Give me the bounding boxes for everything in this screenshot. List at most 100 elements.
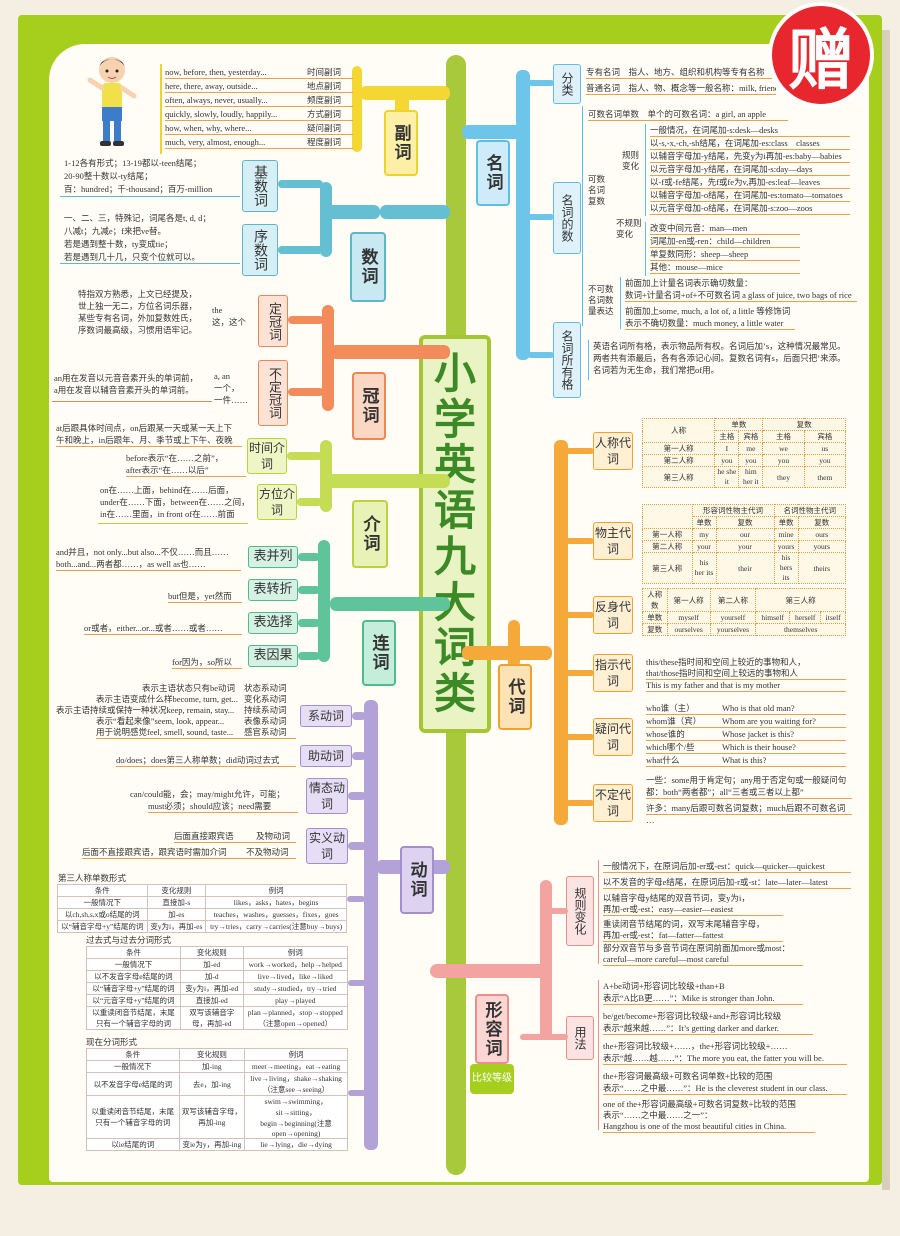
table-cell: 第三人称 xyxy=(641,466,716,488)
interrogative-word: whose谁的 xyxy=(646,728,846,741)
adjective-usage-label: 用法 xyxy=(566,1016,594,1060)
adverb-example: now, before, then, yesterday... xyxy=(165,66,353,79)
noun-number-label: 名词的数 xyxy=(553,182,581,254)
table-header: 形容词性物主代词 xyxy=(691,504,775,517)
adjective-link xyxy=(520,1034,568,1040)
pronoun-link xyxy=(566,734,594,740)
uncountable-list: 前面加上计量名词表示确切数量： 数词+计量名词+of+不可数名词 a glass… xyxy=(620,277,860,330)
table-cell: 以重读闭音节结尾，末尾只有一个辅音字母的词 xyxy=(86,1095,180,1139)
adverb-example: how, when, why, where... xyxy=(165,122,353,135)
noun-singular: 可数名词单数 单个的可数名词：a girl, an apple xyxy=(588,108,788,121)
table-header: 变化规则 xyxy=(179,946,244,959)
table-header: 单数 xyxy=(773,516,799,529)
noun-label: 名词 xyxy=(476,140,510,206)
irregular-plural-line: 其他：mouse—mice xyxy=(650,261,800,274)
corner-label: 人称 xyxy=(647,590,663,599)
participle-title: 现在分词形式 xyxy=(86,1037,138,1047)
coordinate-conj-label: 表并列 xyxy=(248,546,298,568)
numeral-label: 数词 xyxy=(350,232,386,302)
table-cell: you xyxy=(714,454,740,467)
interrogative-list: who谁（主）Who is that old man? whom谁（宾）Whom… xyxy=(644,702,854,768)
verb-link xyxy=(348,842,366,850)
noun-link xyxy=(528,352,554,358)
cardinal-line: 百：hundred；千-thousand；百万-million xyxy=(64,184,213,194)
linking-verb-desc: 表示主语状态只有be动词 xyxy=(142,683,236,693)
place-prep-line: in在……里面，in front of在……前面 xyxy=(100,509,235,519)
uncountable-line: 前面加上some, much, a lot of, a little 等修饰词 xyxy=(625,306,791,316)
table-cell: we xyxy=(762,442,805,455)
interrogative-word: whom谁（宾） xyxy=(646,715,846,728)
verb-stem xyxy=(364,700,378,1150)
notional-verb-desc: 后面直接跟宾语 xyxy=(174,830,296,843)
table-cell: play→played xyxy=(242,994,349,1007)
time-preposition-rules: at后跟具体时间点，on后跟某一天或某一天上下 午和晚上，in后跟年、月、季节或… xyxy=(52,422,246,478)
conj-link xyxy=(298,586,320,594)
verb-link xyxy=(348,792,366,800)
table-cell: meet→meeting，eat→eating xyxy=(244,1060,348,1073)
definite-note: the xyxy=(212,305,223,315)
adj-usage-line: 表示“A比B更……”：Mike is stronger than John. xyxy=(603,992,803,1005)
table-cell: our xyxy=(715,528,775,541)
indefinite-note: 一个， xyxy=(214,383,240,393)
indefinite-line: an用在发音以元音音素开头的单词前， xyxy=(54,373,199,383)
table-cell: 双写该辅音字母，再加-ing xyxy=(178,1095,246,1139)
linking-verb-desc: 表示“看起来像”seem, look, appear... xyxy=(96,716,225,726)
regular-change-label: 规则变化 xyxy=(566,876,594,946)
adj-regular-line: 重读闭音节结尾的词，双写末尾辅音字母， xyxy=(603,919,765,929)
table-cell: teaches，washes，guesses，fixes，goes xyxy=(205,908,347,921)
interrogative-word: who谁（主） xyxy=(646,702,846,715)
noun-class-label: 分类 xyxy=(553,64,581,104)
table-header: 第三人称 xyxy=(755,588,846,612)
adverb-type: 地点副词 xyxy=(307,81,342,91)
noun-link xyxy=(528,80,554,86)
table-cell: 以“辅音字母+y”结尾的词 xyxy=(86,982,181,995)
cardinal-line: 20-90整十数以-ty结尾； xyxy=(64,171,153,181)
table-cell: ours xyxy=(797,528,847,541)
adj-regular-line: 以辅音字母y结尾的双音节词，变y为i， xyxy=(603,893,750,903)
possessive-pronoun-label: 物主代词 xyxy=(593,522,633,560)
table-header: 宾格 xyxy=(803,430,847,443)
indefinite-pron-line: … xyxy=(646,815,655,825)
interrogative-word: which哪个/些 xyxy=(646,741,846,754)
adj-usage-line: Hangzhou is one of the most beautiful ci… xyxy=(603,1120,815,1133)
time-prep-line: 午和晚上，in后跟年、月、季节或上下午、夜晚 xyxy=(56,434,242,447)
irregular-plural-line: 改变中间元音：man—men xyxy=(650,222,800,235)
reflexive-pronoun-label: 反身代词 xyxy=(593,596,633,634)
table-cell: me xyxy=(738,442,764,455)
conjunction-branch xyxy=(330,597,450,611)
adjective-usage-rules: A+be动词+形容词比较级+than+B 表示“A比B更……”：Mike is … xyxy=(598,980,858,1133)
conj-line: but但是，yet然而 xyxy=(168,590,242,603)
uncountable-label-part: 量表达 xyxy=(588,306,614,316)
definite-link xyxy=(288,316,324,324)
table-header: 名词性物主代词 xyxy=(773,504,847,517)
table-cell: study→studied，try→tried xyxy=(242,982,349,995)
table-cell: 第二人称 xyxy=(641,454,716,467)
table-cell: yourselves xyxy=(709,623,757,636)
definite-article-label: 定冠词 xyxy=(258,295,288,347)
table-cell: work→worked，help→helped xyxy=(242,958,349,971)
noun-branch xyxy=(462,125,522,139)
possessive-line: 英语名词所有格，表示物品所有权。名词后加’s，这种情况最常见。 xyxy=(593,341,846,351)
noun-number-bracket xyxy=(582,106,585,326)
table-cell: 加-d xyxy=(179,970,244,983)
conjunction-label: 连词 xyxy=(362,620,396,686)
adverb-type: 程度副词 xyxy=(307,137,342,147)
pronoun-fork xyxy=(508,620,520,668)
table-cell: yours xyxy=(773,540,799,553)
table-corner: 人称 xyxy=(641,418,716,443)
table-header: 条件 xyxy=(86,1048,180,1061)
title-char: 九 xyxy=(433,531,476,581)
table-cell: 去e，加-ing xyxy=(178,1072,246,1096)
pronoun-link xyxy=(566,612,594,618)
interrogative-example: Which is their house? xyxy=(722,742,796,752)
conj-link xyxy=(298,619,320,627)
verb-label: 动词 xyxy=(400,846,434,914)
